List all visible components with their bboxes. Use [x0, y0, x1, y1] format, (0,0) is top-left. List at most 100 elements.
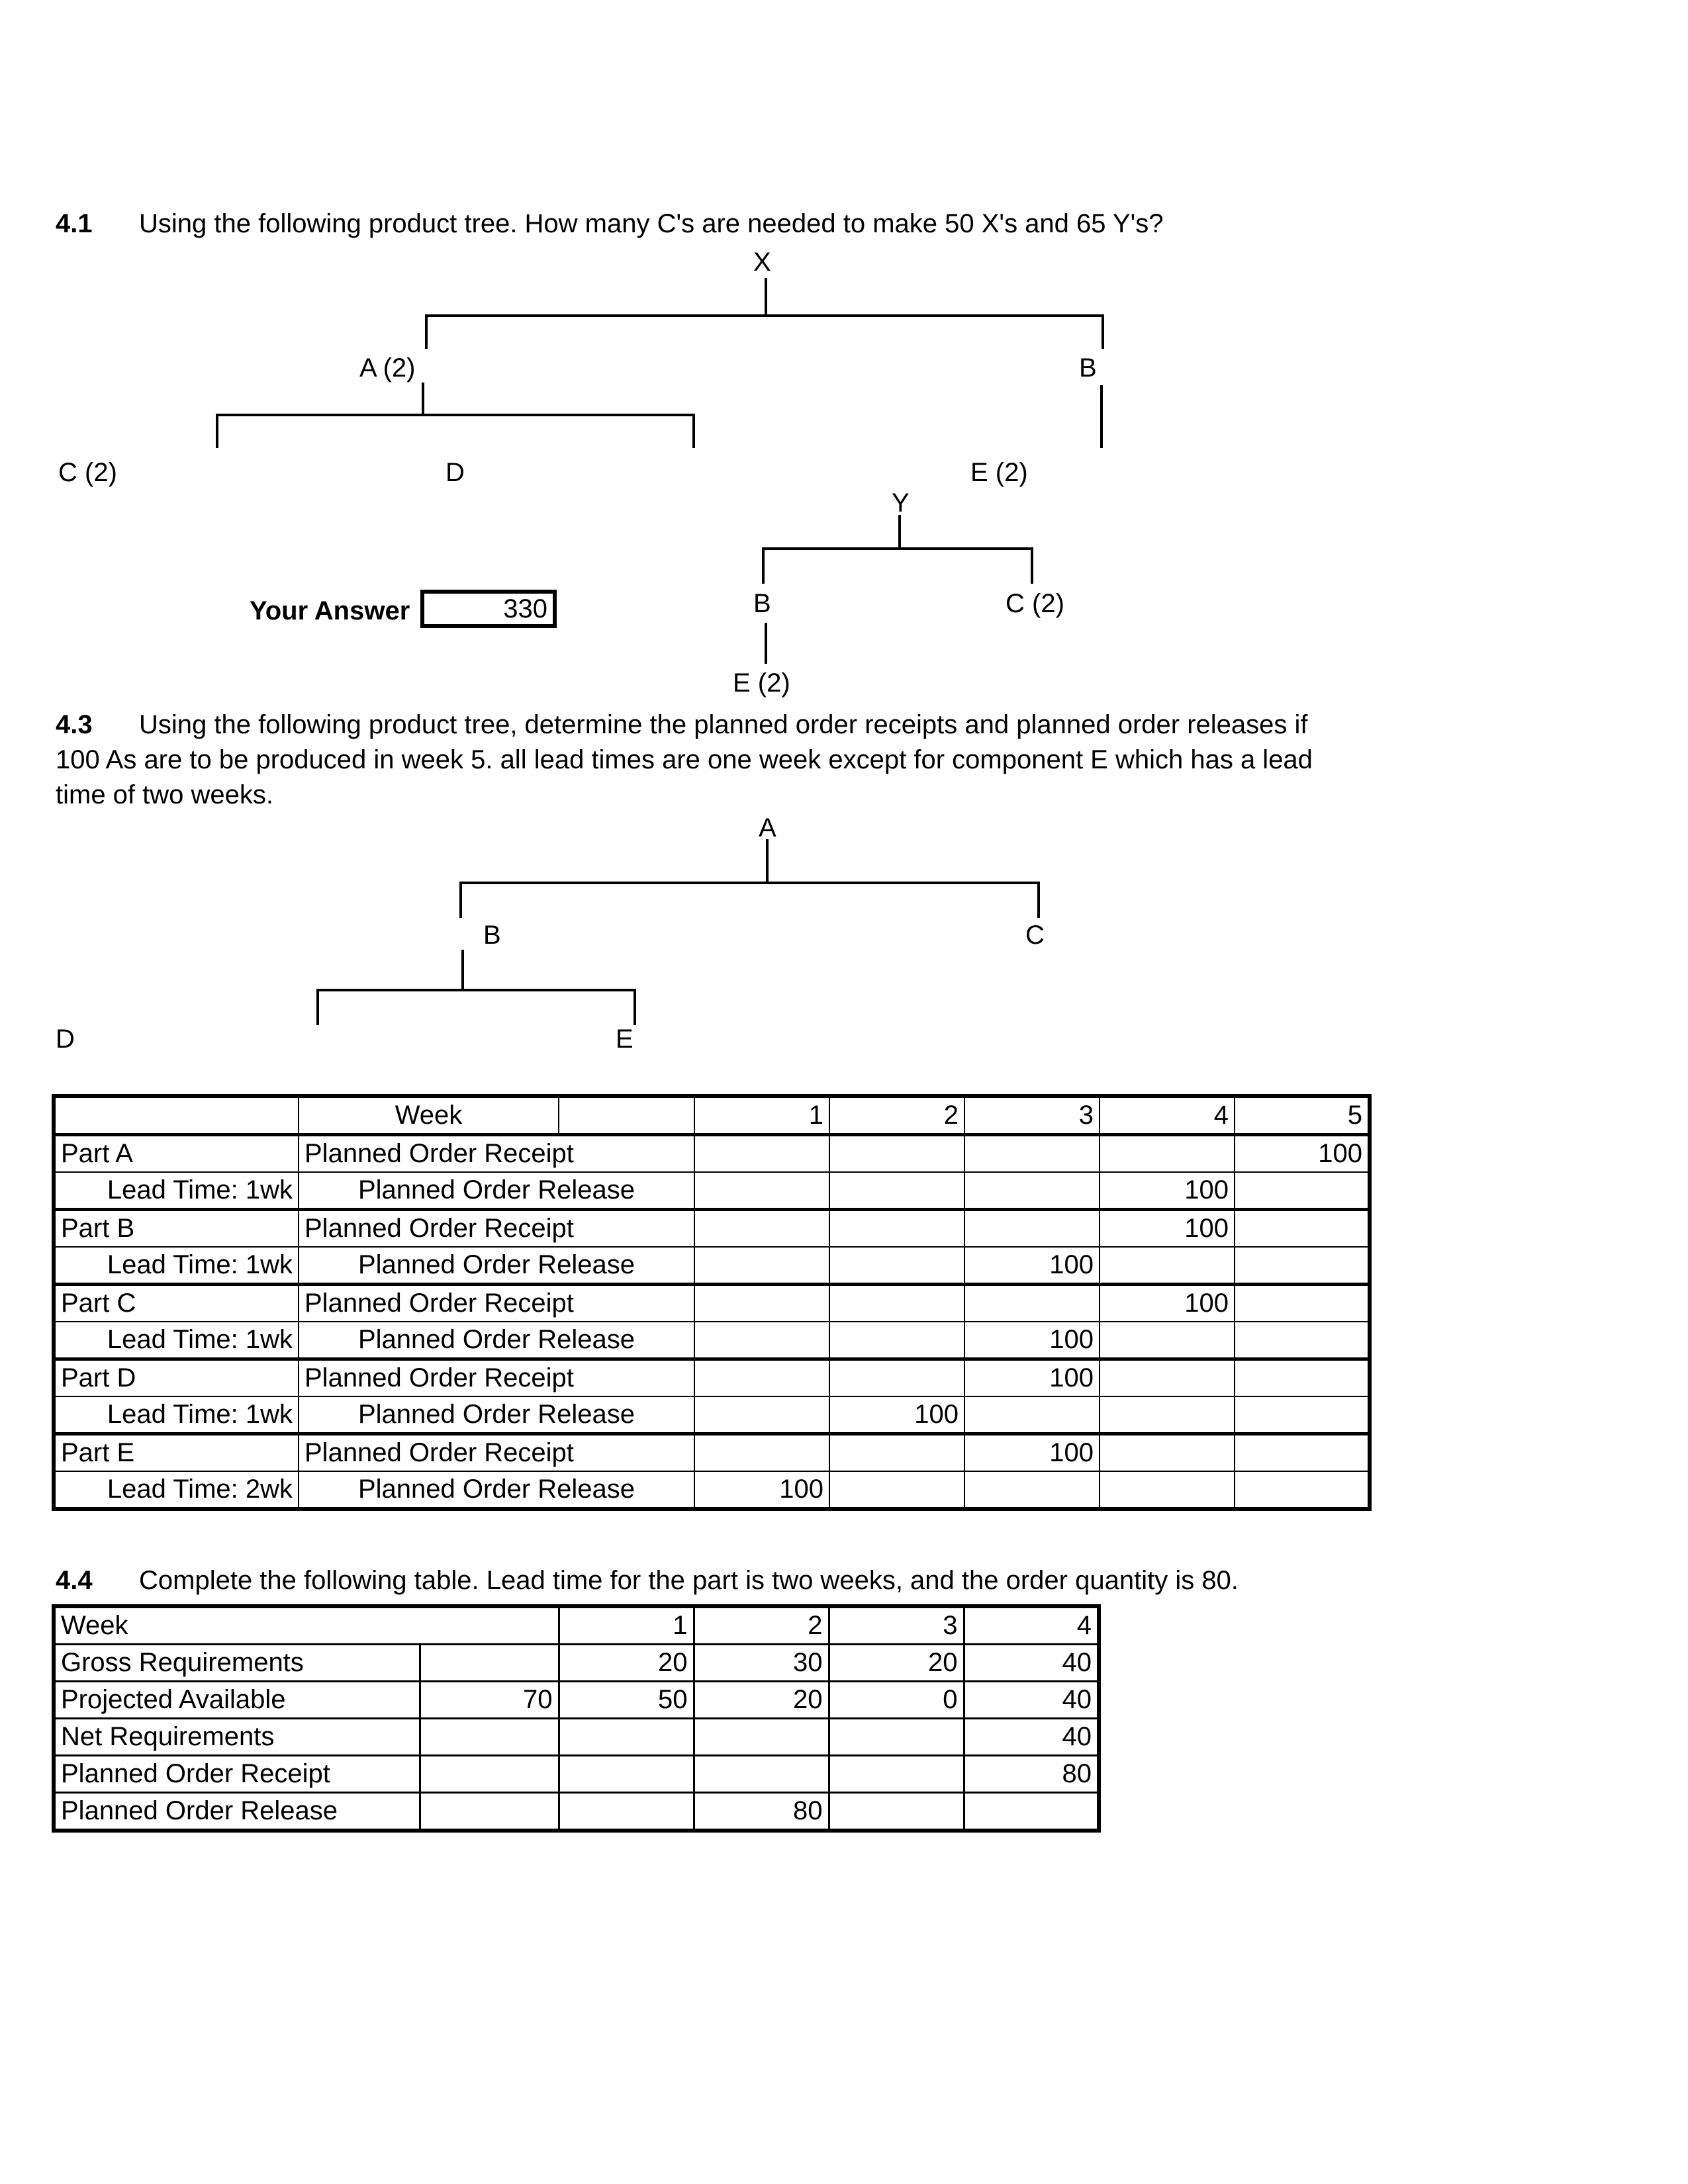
value-cell: [964, 1133, 1100, 1173]
table-row: Projected Available 70 50 20 0 40: [52, 1680, 1100, 1719]
value-cell: [1234, 1246, 1370, 1285]
week-number: 3: [827, 1605, 965, 1645]
tree-node-e2: E (2): [970, 458, 1028, 487]
tree-line: [1102, 314, 1104, 349]
tree-line: [1031, 547, 1033, 584]
value-cell: 20: [692, 1680, 830, 1719]
tree-line: [459, 882, 1040, 884]
tree-line: [425, 314, 428, 349]
value-cell: [418, 1643, 560, 1682]
value-cell: 70: [418, 1680, 560, 1719]
week-header-label: Week: [298, 1095, 559, 1136]
tree-line: [1100, 385, 1103, 448]
value-cell: [694, 1171, 830, 1210]
value-cell: [1099, 1357, 1235, 1397]
mrp-table-4-3: Week 1 2 3 4 5 Part A Planned Order Rece…: [52, 1094, 1372, 1511]
value-cell: [1099, 1471, 1235, 1510]
value-cell: 100: [964, 1432, 1100, 1472]
row-label: Projected Available: [52, 1680, 421, 1719]
value-cell: 100: [964, 1246, 1100, 1285]
value-cell: 20: [827, 1643, 965, 1682]
table-row: Part A Planned Order Receipt 100: [53, 1133, 1370, 1173]
value-cell: [829, 1246, 965, 1285]
lead-time-label: Lead Time: 1wk: [53, 1246, 299, 1285]
value-cell: [829, 1357, 965, 1397]
lead-time-label: Lead Time: 1wk: [53, 1396, 299, 1435]
value-cell: [1234, 1432, 1370, 1472]
week-header-label: Week: [52, 1605, 560, 1645]
answer-input[interactable]: 330: [420, 590, 557, 628]
tree-line: [459, 882, 462, 918]
week-number: 1: [694, 1095, 830, 1136]
table-row: Part D Planned Order Receipt 100: [53, 1357, 1370, 1397]
question-4-3-number: 4.3: [56, 710, 93, 739]
value-cell: 80: [692, 1792, 830, 1832]
week-number: 3: [964, 1095, 1100, 1136]
week-number: 2: [692, 1605, 830, 1645]
tree-line: [762, 547, 1033, 550]
value-cell: [1234, 1208, 1370, 1248]
part-name: Part E: [53, 1432, 299, 1472]
row-label: Gross Requirements: [52, 1643, 421, 1682]
value-cell: [964, 1171, 1100, 1210]
value-cell: 100: [1099, 1208, 1235, 1248]
value-cell: [1099, 1321, 1235, 1360]
value-cell: [1234, 1471, 1370, 1510]
table-row: Planned Order Release 80: [52, 1792, 1100, 1832]
week-number: 4: [1099, 1095, 1235, 1136]
value-cell: 30: [692, 1643, 830, 1682]
value-cell: 100: [829, 1396, 965, 1435]
tree-line: [765, 623, 767, 664]
tree-line: [216, 414, 695, 416]
value-cell: [418, 1717, 560, 1756]
value-cell: [1234, 1357, 1370, 1397]
value-cell: [1234, 1171, 1370, 1210]
value-cell: [964, 1396, 1100, 1435]
value-cell: [694, 1357, 830, 1397]
question-4-4-number: 4.4: [56, 1566, 93, 1595]
value-cell: [694, 1246, 830, 1285]
table-header-row: Week 1 2 3 4 5: [53, 1095, 1370, 1136]
value-cell: [692, 1717, 830, 1756]
tree-node-e: E: [616, 1024, 633, 1054]
value-cell: 40: [962, 1643, 1100, 1682]
tree-line: [425, 314, 1104, 317]
tree-line: [316, 989, 636, 991]
value-cell: [829, 1321, 965, 1360]
tree-node-a: A: [759, 813, 776, 842]
tree-node-d: D: [445, 458, 465, 487]
tree-node-c2: C (2): [1006, 589, 1064, 618]
value-cell: [964, 1471, 1100, 1510]
tree-node-b: B: [483, 921, 501, 950]
value-cell: [829, 1171, 965, 1210]
tree-line: [765, 278, 767, 314]
table-row: Part C Planned Order Receipt 100: [53, 1283, 1370, 1322]
value-cell: 0: [827, 1680, 965, 1719]
answer-label: Your Answer: [250, 596, 410, 625]
tree-node-b: B: [1079, 353, 1097, 383]
question-4-1-text: Using the following product tree. How ma…: [139, 209, 1164, 238]
value-cell: [829, 1432, 965, 1472]
tree-node-a2: A (2): [359, 353, 416, 383]
value-cell: 40: [962, 1680, 1100, 1719]
lead-time-label: Lead Time: 1wk: [53, 1321, 299, 1360]
tree-line: [633, 989, 636, 1025]
value-cell: [694, 1133, 830, 1173]
value-cell: [962, 1792, 1100, 1832]
part-name: Part D: [53, 1357, 299, 1397]
value-cell: 50: [557, 1680, 695, 1719]
week-number: 1: [557, 1605, 695, 1645]
row-type: Planned Order Release: [298, 1396, 695, 1435]
tree-node-x: X: [753, 248, 771, 277]
tree-line: [898, 515, 901, 547]
value-cell: [557, 1717, 695, 1756]
value-cell: [557, 1754, 695, 1794]
table-header-row: Week 1 2 3 4: [52, 1605, 1100, 1645]
tree-line: [692, 414, 695, 448]
row-type: Planned Order Release: [298, 1471, 695, 1510]
value-cell: 20: [557, 1643, 695, 1682]
value-cell: 100: [1099, 1283, 1235, 1322]
